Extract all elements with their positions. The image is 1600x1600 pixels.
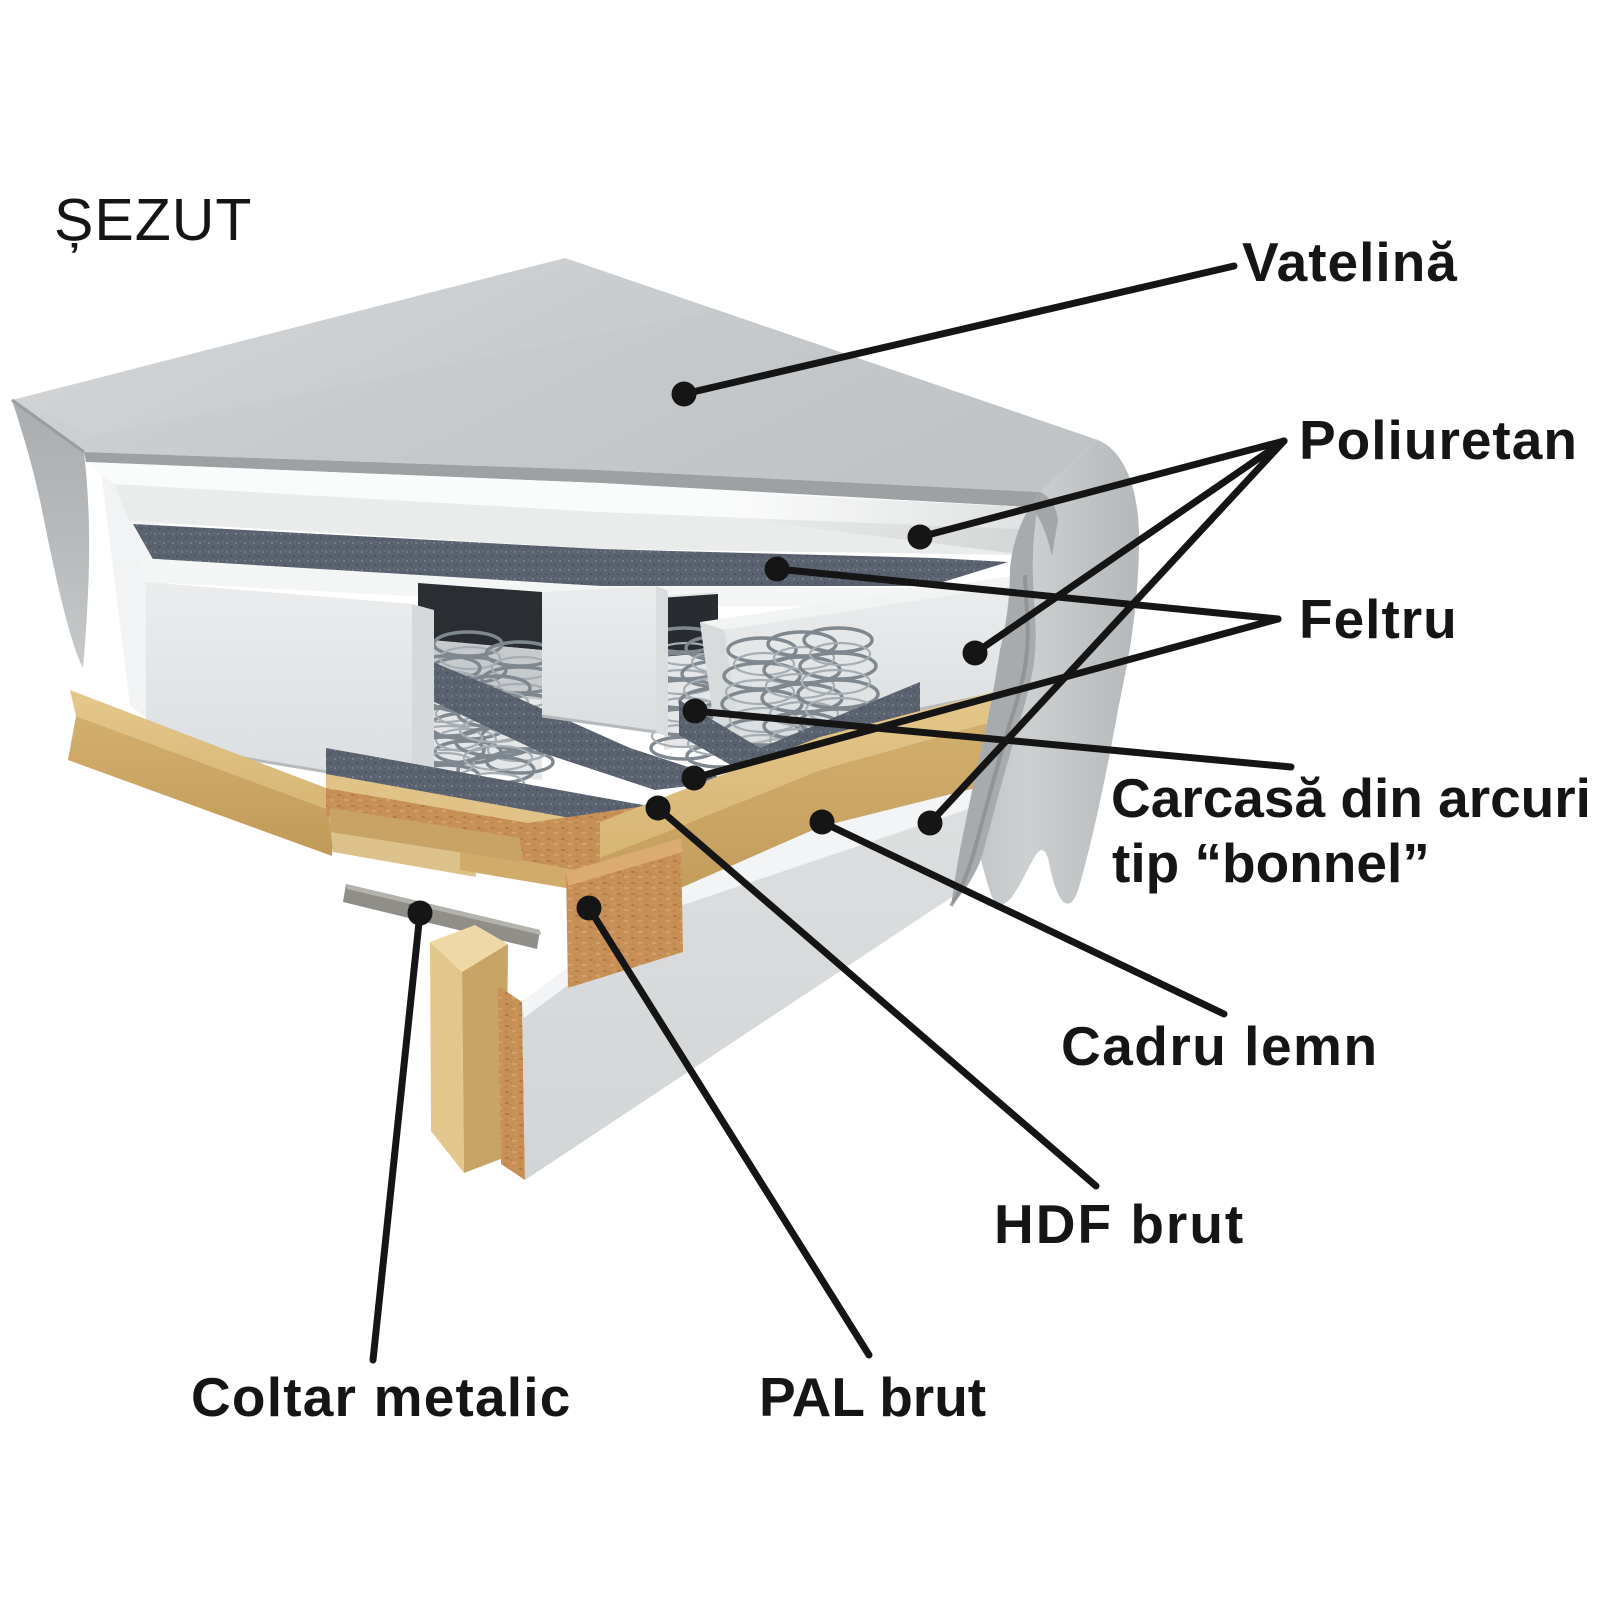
svg-text:Vatelină: Vatelină — [1242, 231, 1458, 293]
svg-text:Cadru lemn: Cadru lemn — [1061, 1015, 1379, 1077]
svg-text:ȘEZUT: ȘEZUT — [54, 187, 252, 253]
svg-text:PAL brut: PAL brut — [759, 1366, 986, 1428]
svg-text:Feltru: Feltru — [1299, 588, 1458, 650]
svg-text:tip “bonnel”: tip “bonnel” — [1112, 832, 1430, 894]
svg-text:Coltar metalic: Coltar metalic — [191, 1366, 572, 1428]
svg-text:Poliuretan: Poliuretan — [1299, 409, 1578, 471]
svg-text:Carcasă din arcuri: Carcasă din arcuri — [1111, 767, 1591, 829]
svg-text:HDF brut: HDF brut — [994, 1193, 1245, 1255]
